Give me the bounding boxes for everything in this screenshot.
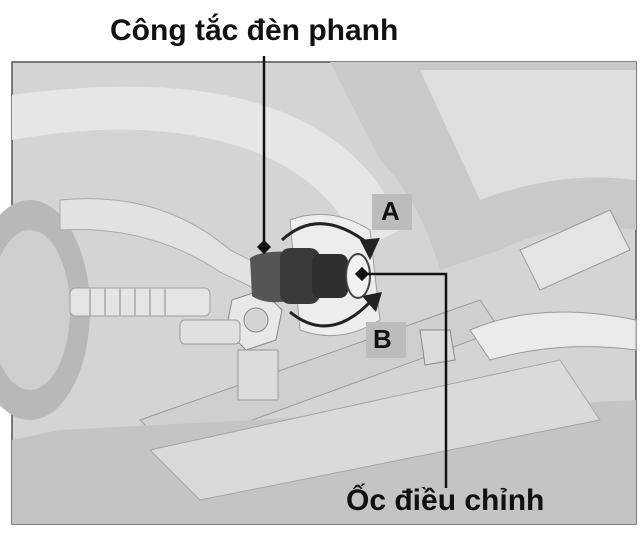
arrow-head-b (362, 292, 382, 312)
threaded-rod (69, 287, 211, 317)
right-small-bolt (419, 329, 456, 366)
left-hub-inner (0, 230, 70, 390)
right-lever (469, 311, 637, 361)
box-b (366, 322, 406, 358)
frame-panel (420, 70, 636, 200)
rotation-arrow-a (280, 222, 371, 247)
right-step (519, 209, 631, 291)
leader-adjuster (362, 272, 448, 488)
lower-plate (149, 359, 601, 501)
box-a (372, 194, 412, 230)
arrow-head-a (360, 238, 380, 260)
rotation-arrow-b (289, 298, 374, 328)
leader-adjuster-dot (354, 266, 370, 282)
mounting-bolt (179, 289, 283, 401)
leader-switch-dot (256, 239, 272, 255)
brake-light-switch (250, 248, 348, 304)
frame-tube-upper (12, 86, 400, 251)
rod-threads (89, 288, 166, 316)
direction-b-label: B (373, 324, 392, 354)
direction-a-label: A (381, 196, 400, 226)
switch-label: Công tắc đèn phanh (110, 14, 399, 47)
adjuster-label: Ốc điều chỉnh (346, 484, 545, 517)
